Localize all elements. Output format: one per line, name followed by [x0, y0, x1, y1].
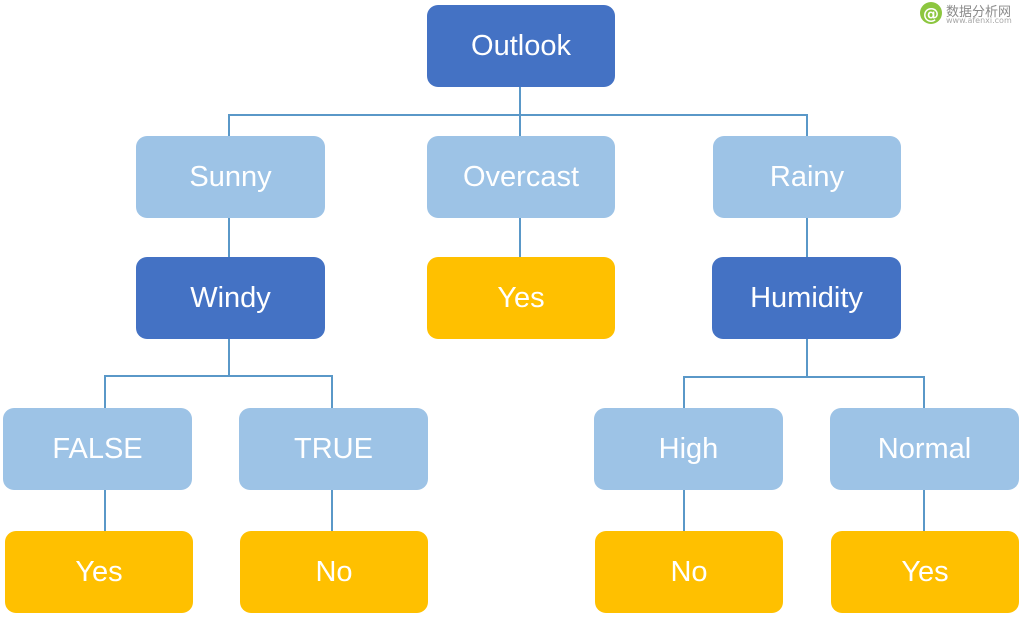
connector — [519, 218, 521, 257]
branch-node-overcast: Overcast — [427, 136, 615, 218]
connector — [683, 376, 685, 408]
connector — [519, 114, 521, 136]
connector — [228, 339, 230, 376]
connector — [806, 114, 808, 136]
site-watermark: @ 数据分析网 www.afenxi.com — [920, 0, 1024, 26]
leaf-node-high-no: No — [595, 531, 783, 613]
connector — [228, 114, 808, 116]
decision-node-humidity: Humidity — [712, 257, 901, 339]
connector — [683, 490, 685, 531]
branch-node-rainy: Rainy — [713, 136, 901, 218]
connector — [331, 375, 333, 408]
connector — [104, 490, 106, 531]
branch-node-normal: Normal — [830, 408, 1019, 490]
site-logo-icon: @ — [920, 2, 942, 24]
connector — [519, 87, 521, 115]
site-watermark-url: www.afenxi.com — [946, 16, 1012, 25]
leaf-node-true-no: No — [240, 531, 428, 613]
connector — [228, 218, 230, 257]
connector — [331, 490, 333, 531]
branch-node-false: FALSE — [3, 408, 192, 490]
connector — [228, 114, 230, 136]
connector — [104, 375, 333, 377]
decision-node-windy: Windy — [136, 257, 325, 339]
site-watermark-title: 数据分析网 — [946, 5, 1012, 20]
leaf-node-normal-yes: Yes — [831, 531, 1019, 613]
branch-node-high: High — [594, 408, 783, 490]
connector — [104, 375, 106, 408]
leaf-node-false-yes: Yes — [5, 531, 193, 613]
connector — [806, 218, 808, 257]
root-node-outlook: Outlook — [427, 5, 615, 87]
connector — [923, 490, 925, 531]
branch-node-sunny: Sunny — [136, 136, 325, 218]
branch-node-true: TRUE — [239, 408, 428, 490]
connector — [806, 339, 808, 377]
connector — [923, 376, 925, 408]
connector — [683, 376, 925, 378]
leaf-node-overcast-yes: Yes — [427, 257, 615, 339]
